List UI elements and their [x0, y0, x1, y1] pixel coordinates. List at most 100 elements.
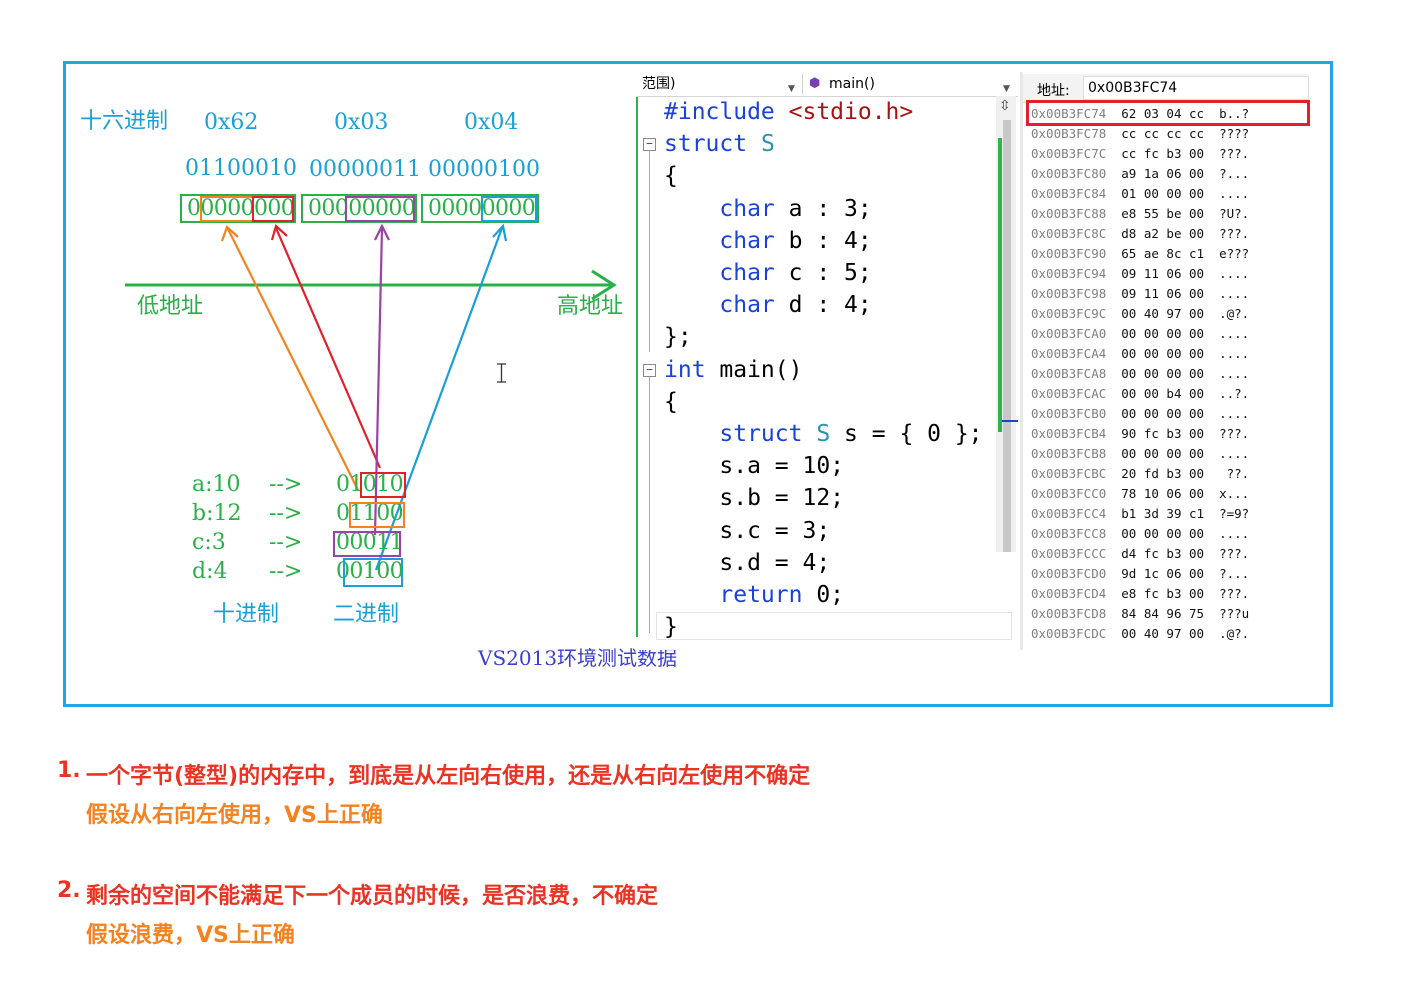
code-line[interactable]: s.b = 12;	[664, 487, 844, 510]
code-line[interactable]: s.d = 4;	[664, 551, 830, 575]
note-2-number: 2.	[57, 878, 81, 903]
code-token: }	[664, 614, 678, 641]
current-line-highlight	[656, 612, 1012, 640]
memory-bytes: 00 00 00 00	[1121, 446, 1205, 461]
code-line[interactable]: char b : 4;	[664, 227, 872, 254]
memory-bytes: 65 ae 8c c1	[1121, 246, 1205, 261]
address-input[interactable]: 0x00B3FC74	[1083, 76, 1309, 100]
memory-ascii: ..?.	[1219, 386, 1250, 401]
hex-value-3: 0x04	[464, 110, 519, 135]
code-token: return	[719, 582, 803, 608]
code-line[interactable]: {	[664, 165, 678, 188]
decimal-label: 十进制	[213, 602, 280, 627]
split-icon[interactable]: ⇳	[999, 98, 1011, 114]
note-2-answer: 假设浪费，VS上正确	[86, 923, 295, 948]
memory-ascii: ....	[1219, 366, 1250, 381]
bits-c-highlight	[333, 531, 401, 557]
code-token: b : 4;	[774, 227, 872, 254]
memory-address: 0x00B3FC84	[1031, 186, 1107, 201]
memory-row[interactable]: 0x00B3FCA8 00 00 00 00....	[1031, 366, 1250, 381]
function-dropdown[interactable]: ⬢ main() ▼	[803, 74, 1017, 94]
chevron-down-icon: ▼	[788, 84, 795, 94]
figure-frame	[63, 61, 1333, 707]
memory-ascii: ?U?.	[1219, 206, 1250, 221]
code-line[interactable]: #include <stdio.h>	[664, 101, 913, 124]
code-token: struct	[664, 131, 761, 158]
hex-value-2: 0x03	[334, 110, 389, 135]
code-line[interactable]: struct S s = { 0 };	[664, 423, 982, 446]
code-token: int	[664, 356, 706, 383]
code-token	[664, 292, 719, 318]
memory-address: 0x00B3FC94	[1031, 266, 1107, 281]
fold-guide	[649, 151, 650, 352]
assign-b-bits: 01100	[336, 501, 404, 526]
collapse-icon[interactable]: −	[643, 364, 656, 377]
code-line[interactable]: char a : 3;	[664, 197, 871, 221]
code-token: s.b = 12;	[664, 485, 845, 512]
caption: VS2013环境测试数据	[478, 646, 678, 670]
code-token: {	[664, 388, 678, 415]
memory-bytes: 00 00 00 00	[1121, 346, 1205, 361]
fold-guide	[649, 377, 650, 633]
memory-bytes: 00 00 00 00	[1121, 366, 1205, 381]
code-line[interactable]: return 0;	[664, 584, 844, 607]
memory-ascii: ????	[1219, 126, 1250, 141]
memory-bytes: e8 55 be 00	[1121, 206, 1205, 221]
code-line[interactable]: s.c = 3;	[664, 519, 830, 543]
code-line[interactable]: char d : 4;	[664, 292, 871, 318]
address-axis-arrowhead	[591, 269, 617, 301]
code-editor[interactable]: 范围) ▼ ⬢ main() ▼ #include <stdio.h> struc…	[636, 72, 1018, 650]
memory-address: 0x00B3FCBC	[1031, 466, 1107, 481]
field-c-slot	[345, 196, 415, 222]
memory-address: 0x00B3FCA8	[1031, 366, 1107, 381]
code-line[interactable]: };	[664, 326, 692, 349]
code-token: {	[664, 163, 678, 190]
code-line[interactable]: char c : 5;	[664, 262, 871, 285]
field-d-slot	[481, 196, 537, 222]
scope-dropdown[interactable]: 范围) ▼	[636, 74, 803, 94]
memory-ascii: ....	[1219, 406, 1250, 421]
memory-bytes: 01 00 00 00	[1121, 186, 1205, 201]
memory-ascii: x...	[1219, 486, 1250, 501]
collapse-icon[interactable]: −	[643, 138, 656, 151]
memory-address: 0x00B3FCC0	[1031, 486, 1107, 501]
byte-box-2	[301, 194, 417, 223]
address-label: 地址:	[1037, 83, 1070, 99]
code-line[interactable]: struct S	[664, 133, 775, 156]
memory-bytes: 09 11 06 00	[1121, 286, 1205, 301]
code-line[interactable]: s.a = 10;	[664, 455, 844, 478]
memory-address: 0x00B3FCD4	[1031, 586, 1107, 601]
code-line[interactable]: int main()	[664, 356, 802, 383]
code-token: s.a = 10;	[664, 453, 845, 480]
code-line[interactable]: }	[664, 616, 678, 639]
code-line[interactable]: {	[664, 388, 678, 415]
scrollbar-thumb[interactable]	[1003, 120, 1011, 552]
